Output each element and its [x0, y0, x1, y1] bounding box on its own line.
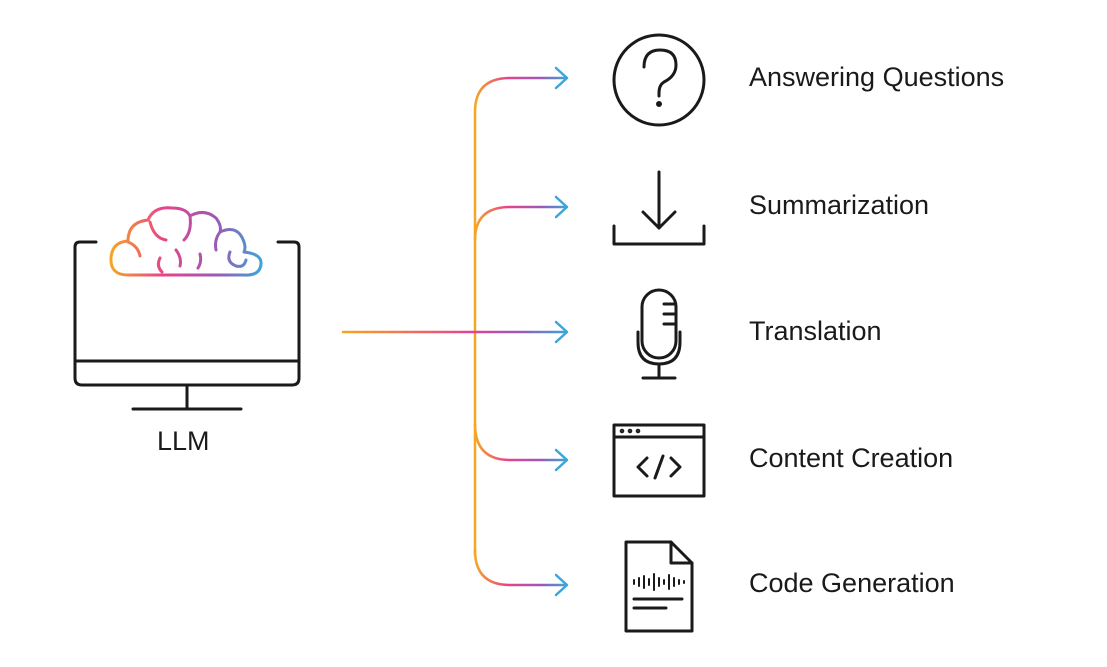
- output-label-summarization: Summarization: [749, 190, 930, 220]
- arrow-head-icon: [554, 448, 569, 472]
- arrow-head-icon: [554, 573, 569, 597]
- download-tray-icon: [612, 170, 706, 246]
- audio-document-icon: [624, 540, 694, 633]
- arrow-head-icon: [554, 320, 569, 344]
- llm-label: LLM: [157, 426, 210, 456]
- arrow-head-icon: [554, 195, 569, 219]
- output-label-translation: Translation: [749, 316, 882, 346]
- connector-lines: [341, 76, 568, 587]
- arrow-heads: [554, 66, 569, 597]
- question-mark-circle-icon: [612, 33, 706, 127]
- connector-answering-questions: [473, 76, 568, 114]
- arrow-head-icon: [554, 66, 569, 90]
- output-label-content-creation: Content Creation: [749, 443, 954, 473]
- connector-content-creation: [473, 422, 568, 462]
- code-window-icon: [612, 423, 706, 498]
- microphone-icon: [636, 288, 682, 380]
- connector-code-generation: [473, 548, 568, 587]
- output-label-code-generation: Code Generation: [749, 568, 955, 598]
- brain-icon: [109, 206, 263, 277]
- computer-monitor-icon: [73, 240, 301, 411]
- output-label-answering-questions: Answering Questions: [749, 62, 1005, 92]
- connector-summarization: [473, 205, 568, 242]
